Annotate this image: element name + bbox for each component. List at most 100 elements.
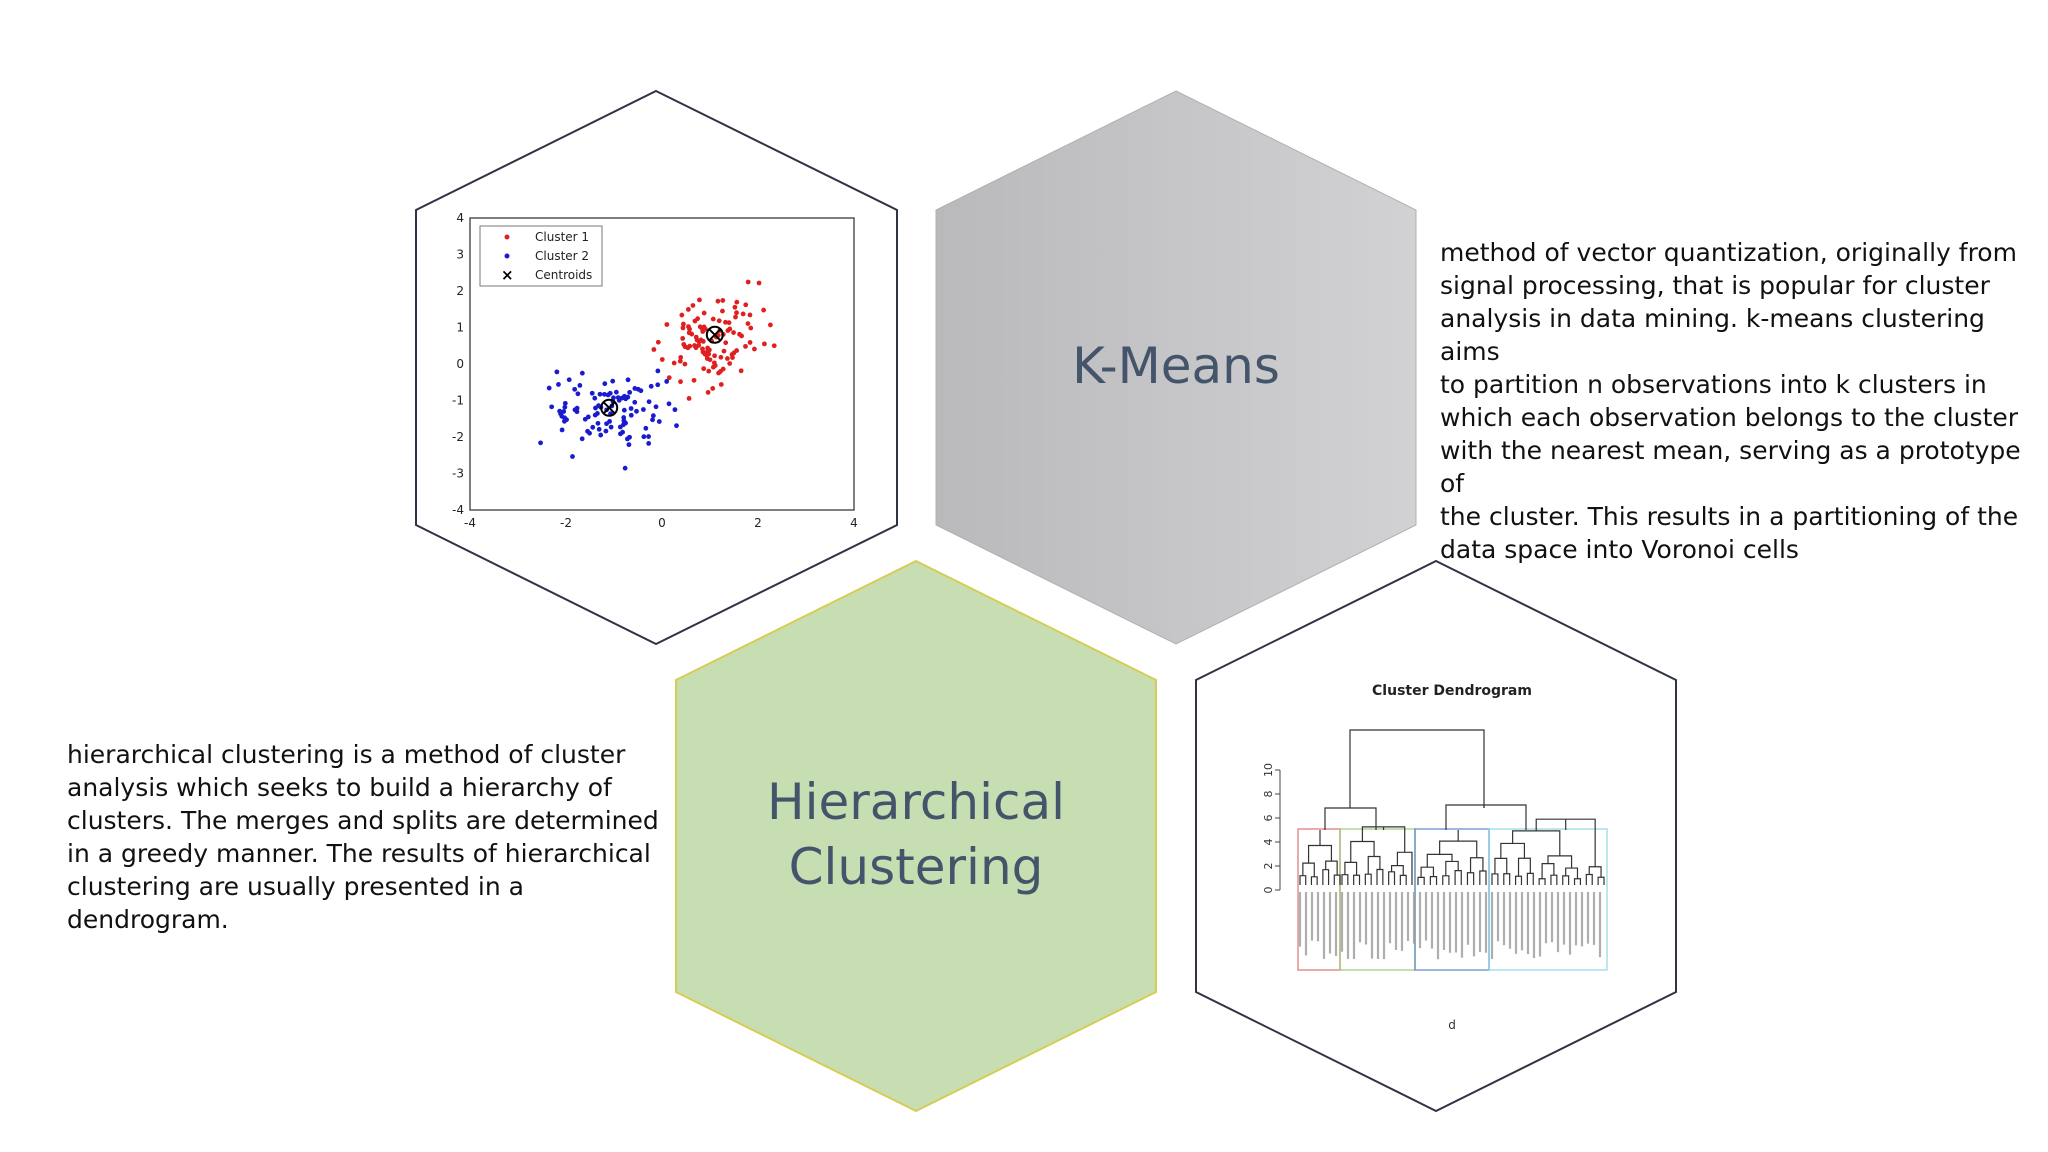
legend-cluster1: Cluster 1 xyxy=(535,230,589,244)
dendrogram-y-tick: 6 xyxy=(1262,815,1275,822)
cluster2-point xyxy=(650,413,656,419)
cluster2-point xyxy=(627,434,632,440)
cluster1-point xyxy=(701,310,707,316)
scatter-legend: Cluster 1 Cluster 2 × Centroids xyxy=(479,225,603,287)
cluster1-point xyxy=(731,330,736,335)
cluster1-point xyxy=(738,368,744,374)
cluster2-point xyxy=(646,441,652,446)
cluster2-point xyxy=(562,400,568,406)
cluster1-point xyxy=(762,341,767,347)
cluster1-point xyxy=(743,343,748,349)
kmeans-hexagon: K-Means xyxy=(935,90,1417,645)
y-tick-label: -4 xyxy=(452,503,464,517)
cluster2-point xyxy=(625,394,631,400)
cluster2-point xyxy=(577,382,583,388)
cluster2-point xyxy=(549,404,555,410)
cluster1-point xyxy=(716,318,722,324)
hierarchical-description: hierarchical clustering is a method of c… xyxy=(67,740,659,934)
cluster2-point xyxy=(558,411,564,417)
legend-cluster2: Cluster 2 xyxy=(535,249,589,263)
cluster2-point xyxy=(587,430,592,436)
cluster1-point xyxy=(659,357,665,362)
cluster1-point xyxy=(710,316,716,322)
x-tick-label: 2 xyxy=(754,516,762,530)
cluster2-point xyxy=(575,391,581,397)
y-tick-label: 3 xyxy=(456,248,464,262)
cluster1-point xyxy=(721,348,727,354)
cluster1-point xyxy=(745,321,751,326)
y-tick-label: 1 xyxy=(456,321,464,335)
y-tick-label: -3 xyxy=(452,467,464,481)
centroid-marker xyxy=(705,325,724,344)
cluster2-point xyxy=(634,408,639,414)
cluster2-point xyxy=(608,424,614,430)
centroid-marker xyxy=(600,398,619,417)
cluster2-point xyxy=(589,390,595,396)
cluster1-point xyxy=(691,377,697,383)
cluster2-point xyxy=(653,404,659,410)
cluster1-point xyxy=(734,310,739,316)
cluster2-point xyxy=(616,397,622,403)
cluster1-point xyxy=(706,351,712,357)
x-tick-label: 0 xyxy=(658,516,666,530)
cluster1-point xyxy=(680,336,686,341)
cluster2-point xyxy=(570,454,575,459)
cluster1-point xyxy=(707,357,713,363)
cluster1-point xyxy=(710,386,716,391)
cluster2-point xyxy=(625,377,631,383)
cluster1-point xyxy=(664,322,670,327)
cluster2-point xyxy=(554,369,560,375)
cluster1-point xyxy=(682,361,688,367)
cluster2-point xyxy=(594,411,600,416)
cluster1-point xyxy=(726,320,732,326)
cluster1-point xyxy=(747,312,753,318)
cluster1-point xyxy=(681,342,687,347)
cluster2-point xyxy=(613,389,619,395)
cluster1-point xyxy=(686,396,692,401)
dendrogram-y-tick: 4 xyxy=(1262,839,1275,846)
cluster1-point xyxy=(761,307,767,313)
cluster1-point xyxy=(723,340,729,346)
cluster2-point xyxy=(604,421,609,427)
dendrogram-y-tick: 2 xyxy=(1262,863,1275,870)
cluster1-point xyxy=(731,350,737,356)
cluster2-point xyxy=(592,395,598,401)
cluster2-point xyxy=(621,415,627,420)
cluster2-point xyxy=(640,407,646,412)
cluster2-point xyxy=(646,434,651,439)
cluster1-point xyxy=(745,279,751,285)
cluster2-point xyxy=(597,391,603,397)
cluster2-point xyxy=(627,389,633,395)
y-tick-label: 0 xyxy=(456,357,464,371)
cluster1-point xyxy=(701,324,707,330)
cluster1-point xyxy=(698,337,704,343)
y-tick-label: -2 xyxy=(452,430,464,444)
cluster2-point xyxy=(648,383,654,389)
cluster1-point xyxy=(712,353,718,359)
dendrogram-y-tick: 8 xyxy=(1262,791,1275,798)
cluster1-point xyxy=(723,319,728,325)
cluster1-point xyxy=(700,329,706,334)
cluster1-point xyxy=(687,343,693,349)
cluster2-point xyxy=(601,391,607,397)
cluster1-point xyxy=(697,297,702,303)
y-tick-label: -1 xyxy=(452,394,464,408)
cluster1-point xyxy=(743,302,749,308)
cluster2-point xyxy=(556,382,561,387)
cluster2-point xyxy=(595,420,601,426)
cluster2-point xyxy=(656,419,662,424)
cluster1-point xyxy=(767,322,773,328)
cluster2-point xyxy=(546,385,552,391)
cluster2-point xyxy=(632,399,638,405)
cluster2-point xyxy=(617,424,623,430)
cluster2-point xyxy=(598,432,604,438)
cluster1-point xyxy=(690,303,696,308)
cluster1-point xyxy=(756,280,762,286)
cluster2-point xyxy=(572,386,578,392)
cluster2-point xyxy=(664,379,670,384)
y-tick-label: 4 xyxy=(456,211,464,225)
cluster2-point xyxy=(562,404,568,410)
